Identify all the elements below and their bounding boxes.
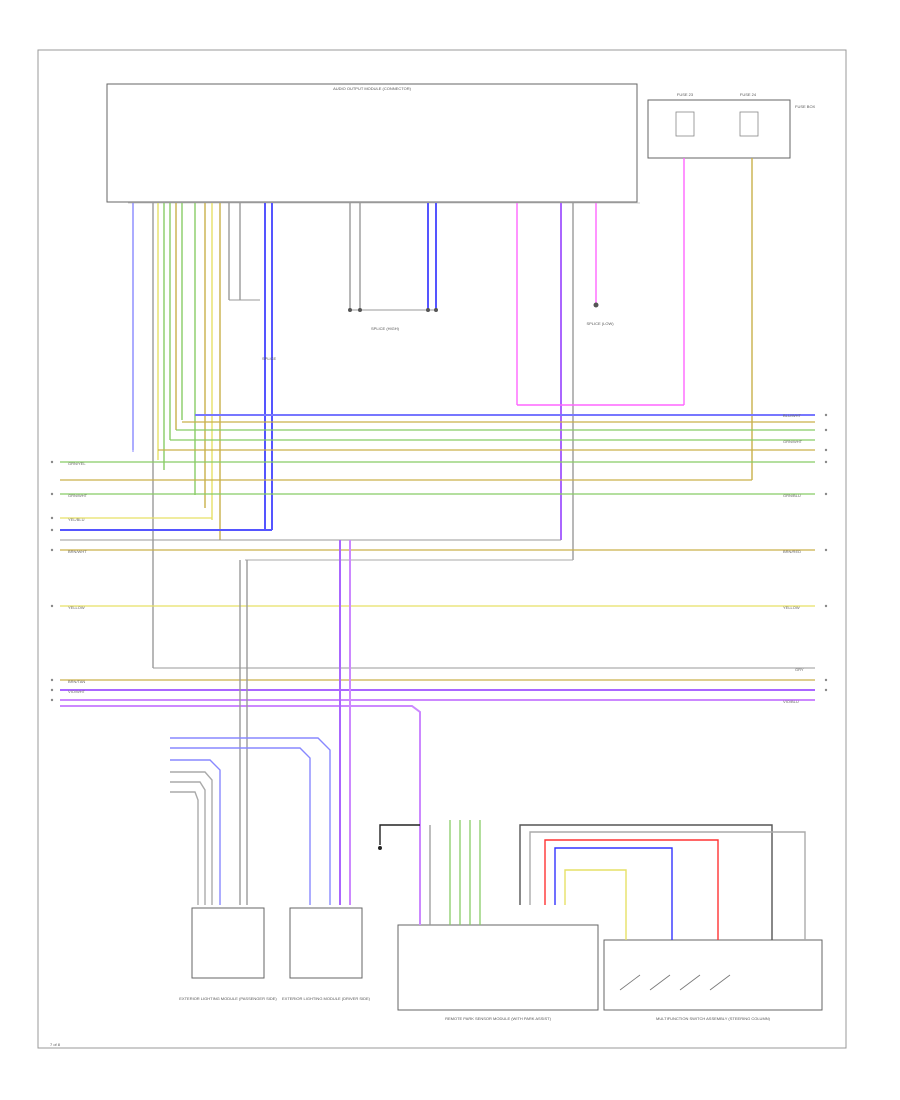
lower-right-wires: [519, 824, 806, 940]
horizontal-bus: [60, 414, 815, 840]
wire-label-grn-blu-right: GRN/BLU: [783, 493, 801, 498]
splice-mid-group: SPLICE (HIGH): [348, 308, 438, 331]
wire-label-grn-right: GRN/WHT: [783, 439, 803, 444]
lower-left-1-label: EXTERIOR LIGHTING MODULE (PASSENGER SIDE…: [179, 996, 277, 1001]
fuse-right-icon: [739, 111, 759, 137]
side-pin-markers: [50, 413, 828, 702]
lower-right-module: [603, 939, 823, 1011]
wire-label-ylw-left: YELLOW: [68, 605, 85, 610]
splice-right-group: SPLICE (LOW): [586, 302, 614, 326]
splice-left-label: SPLICE: [262, 356, 277, 361]
side-note-label: FUSE BOX: [795, 104, 816, 109]
lower-mid-module: [397, 924, 599, 1011]
module-vertical-wires: [132, 203, 597, 668]
wire-label-grn-wht-left: GRN/WHT: [68, 493, 88, 498]
lower-mid-label: REMOTE PARK SENSOR MODULE (WITH PARK ASS…: [445, 1016, 552, 1021]
diagram-frame: [37, 49, 847, 1049]
switch-contacts: [619, 974, 731, 991]
lower-left-module-1: [191, 907, 265, 979]
lower-mid-wires: [419, 820, 481, 925]
ground-dot: [378, 846, 382, 850]
module-top-box: [106, 83, 638, 203]
fuse-box: [647, 99, 791, 159]
fuse-left-icon: [675, 111, 695, 137]
wire-label-brn-tan-left: BRN/TAN: [68, 679, 85, 684]
wire-label-blu-right: BLU/WHT: [783, 413, 802, 418]
module-top-label: AUDIO OUTPUT MODULE (CONNECTOR): [333, 86, 412, 91]
wire-label-grn-left: GRN/YEL: [68, 461, 86, 466]
lower-left-module-2: [289, 907, 363, 979]
lower-left-2-label: EXTERIOR LIGHTING MODULE (DRIVER SIDE): [282, 996, 371, 1001]
wire-black-splice: [379, 824, 420, 845]
splice-mid-label: SPLICE (HIGH): [371, 326, 400, 331]
wire-label-vio-left: VIO/WHT: [68, 689, 86, 694]
wire-label-gry-right: GRY: [795, 667, 804, 672]
lower-right-label: MULTIFUNCTION SWITCH ASSEMBLY (STEERING …: [656, 1016, 771, 1021]
lower-vertical-wires: [170, 540, 351, 905]
wire-label-brn-left: BRN/WHT: [68, 549, 87, 554]
wire-label-vio2-right: VIO/BLU: [783, 699, 799, 704]
wire-label-group: BLU/WHT GRN/WHT GRN/YEL GRN/WHT GRN/BLU …: [68, 413, 804, 704]
wire-label-brn-right: BRN/RED: [783, 549, 801, 554]
page-number: 7 of 8: [50, 1042, 61, 1047]
fuse-right-label: FUSE 24: [740, 92, 757, 97]
wire-label-ylw-right: YELLOW: [783, 605, 800, 610]
splice-left-group: SPLICE: [229, 299, 277, 361]
wire-label-ylw-blu-left: YEL/BLU: [68, 517, 85, 522]
fuse-left-label: FUSE 23: [677, 92, 694, 97]
splice-right-label: SPLICE (LOW): [586, 321, 614, 326]
